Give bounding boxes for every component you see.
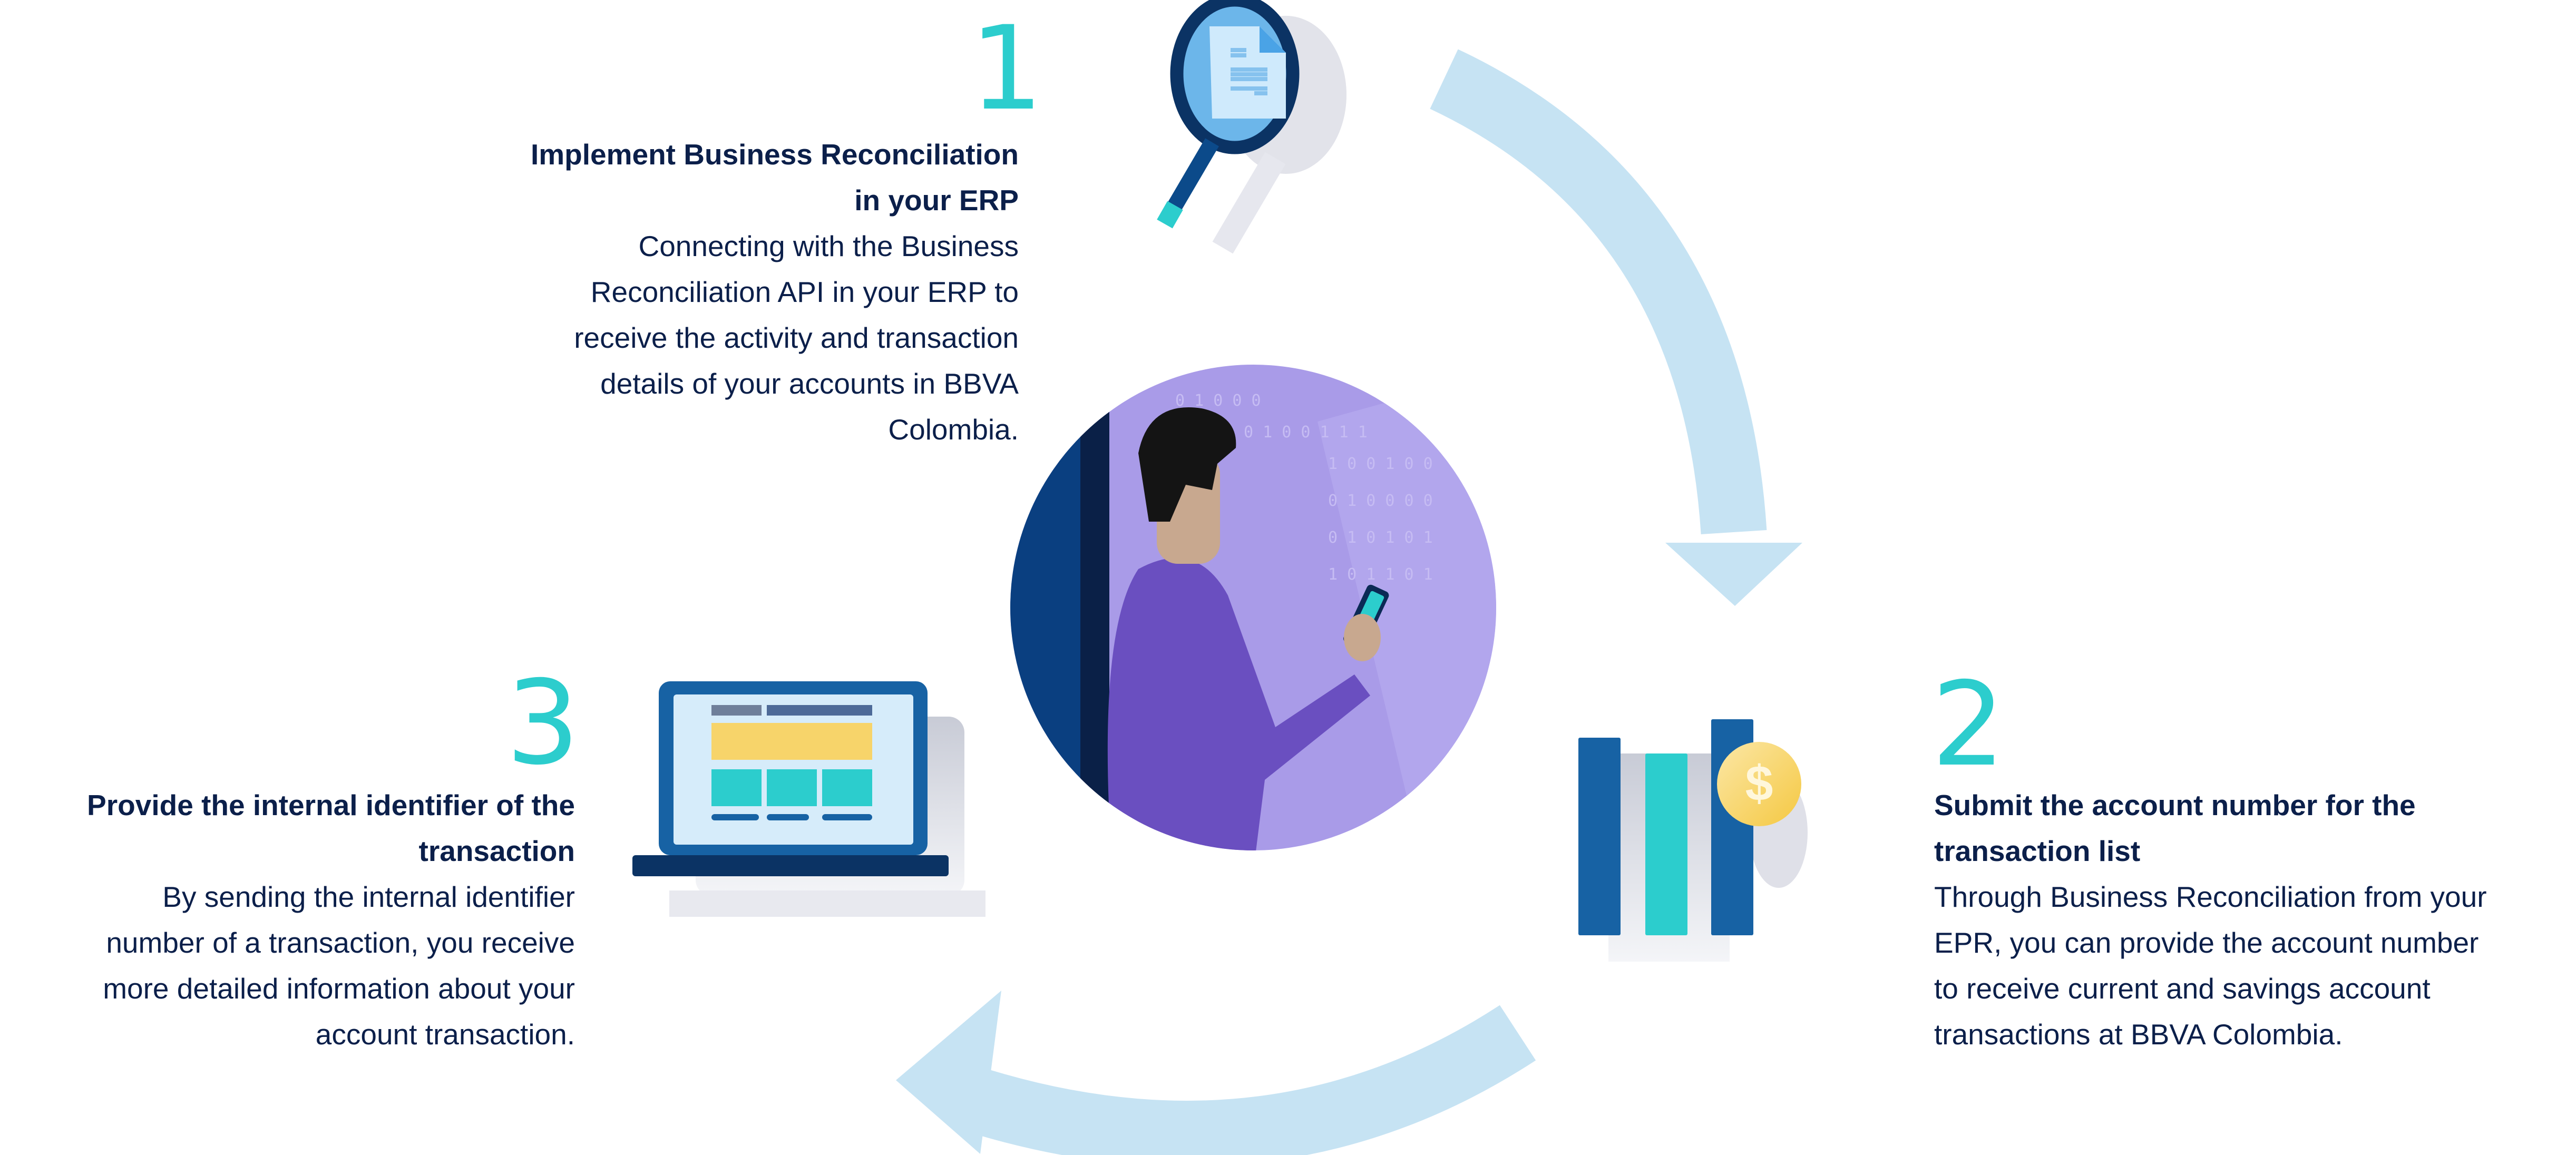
step-2-body-line: Through Business Reconciliation from you… <box>1934 880 2487 913</box>
step-1-text: Implement Business Reconciliation in you… <box>531 132 1019 453</box>
step-2-body-line: to receive current and savings account <box>1934 972 2431 1005</box>
bar-2 <box>1645 753 1687 935</box>
step-2-title-line: transaction list <box>1934 835 2141 867</box>
bar-chart-coin-icon <box>1578 719 1808 962</box>
svg-text:0 1 0 0 1 1 1: 0 1 0 0 1 1 1 <box>1244 423 1368 442</box>
step-3-body-line: account transaction. <box>315 1018 575 1051</box>
step-1-body-line: receive the activity and transaction <box>574 321 1019 354</box>
step-3-body-line: number of a transaction, you receive <box>106 926 575 959</box>
dollar-icon: $ <box>1745 756 1773 811</box>
step-3-number: 3 <box>506 655 580 790</box>
step-2-title-line: Submit the account number for the <box>1934 789 2416 821</box>
magnifier-document-icon <box>1157 0 1346 254</box>
svg-text:0 1 0 1 0 1: 0 1 0 1 0 1 <box>1328 528 1433 547</box>
binary-digits-pattern: 0 1 0 0 0 0 1 0 0 1 1 1 1 0 0 1 0 0 0 1 0 … <box>1175 391 1433 584</box>
step-3-title-line: transaction <box>418 835 575 867</box>
step-1-body-line: Reconciliation API in your ERP to <box>590 276 1019 308</box>
step-3-text: Provide the internal identifier of the t… <box>87 782 575 1058</box>
step-3-body-line: By sending the internal identifier <box>162 880 575 913</box>
step-3-body-line: more detailed information about your <box>103 972 575 1005</box>
svg-text:1 0 0 1 0 0: 1 0 0 1 0 0 <box>1328 455 1433 473</box>
person-with-phone-illustration <box>1010 365 1496 850</box>
svg-text:1 0 1 1 0 1: 1 0 1 1 0 1 <box>1328 565 1433 584</box>
step-2-body-line: transactions at BBVA Colombia. <box>1934 1018 2343 1051</box>
step-2-text: Submit the account number for the transa… <box>1934 782 2487 1058</box>
laptop-icon <box>632 681 985 917</box>
step-2-body-line: EPR, you can provide the account number <box>1934 926 2479 959</box>
step-1-body-line: Colombia. <box>888 413 1019 446</box>
svg-text:0 1 0 0 0: 0 1 0 0 0 <box>1175 391 1261 410</box>
coin <box>1717 742 1801 826</box>
arrow-step2-to-step3 <box>896 991 1536 1155</box>
arrow-step1-to-step2 <box>1430 49 1802 606</box>
step-2-number: 2 <box>1931 657 2005 792</box>
step-1-body-line: details of your accounts in BBVA <box>600 367 1019 400</box>
step-1-body-line: Connecting with the Business <box>638 230 1019 262</box>
bar-1 <box>1578 738 1621 935</box>
step-1-title-line: in your ERP <box>854 184 1019 217</box>
step-1-title-line: Implement Business Reconciliation <box>530 138 1019 171</box>
svg-text:0 1 0 0 0 0: 0 1 0 0 0 0 <box>1328 492 1433 510</box>
step-3-title-line: Provide the internal identifier of the <box>87 789 575 821</box>
step-1-number: 1 <box>970 1 1043 136</box>
